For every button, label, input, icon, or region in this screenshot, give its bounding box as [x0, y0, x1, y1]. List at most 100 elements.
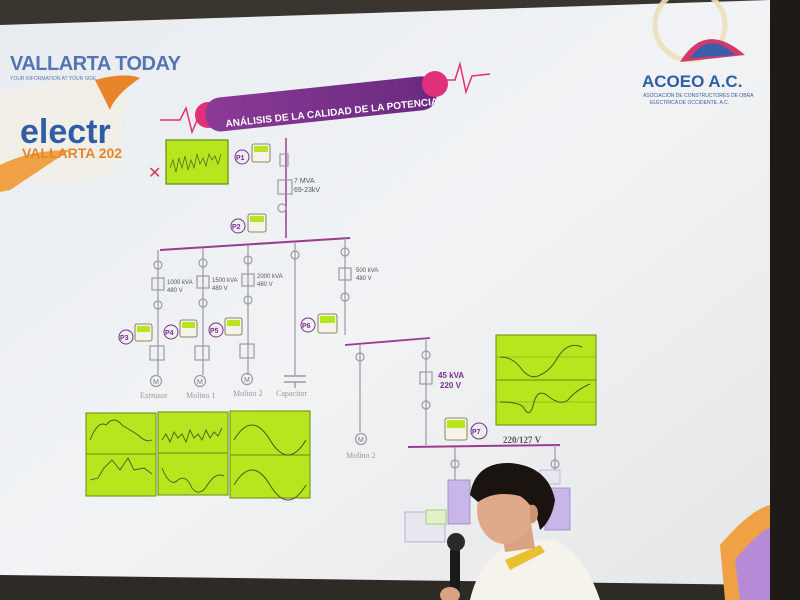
t1-voltage: 480 V [167, 288, 183, 294]
meter-p7-badge [470, 422, 488, 440]
motor-symbol-1: M [153, 379, 159, 386]
t4-voltage: 480 V [356, 276, 372, 282]
logo-right-sub1: ASOCIACIÓN DE CONSTRUCTORES DE OBRA [643, 92, 754, 99]
meter-p5-badge [208, 322, 224, 338]
t4-rating: 500 kVA [356, 268, 378, 274]
t2-rating: 1500 kVA [212, 278, 238, 284]
t3-rating: 2000 kVA [257, 274, 283, 280]
branch-1-node [153, 260, 163, 270]
waveform-main-trace [169, 152, 222, 173]
microphone-icon [447, 533, 465, 551]
meters: P1 P2 P3 P4 P5 P6 P7 [118, 143, 488, 441]
main-transformer [277, 179, 293, 195]
secondary-bus [344, 337, 431, 346]
low-voltage-bus [407, 444, 561, 448]
t5-voltage: 220 V [440, 381, 462, 390]
meter-p4-label: P4 [165, 330, 174, 337]
meter-p2-label: P2 [232, 224, 241, 231]
speaker-ear [530, 504, 538, 524]
single-line-diagram: ✕ 7 MVA 69-23kV 1000 kVA 480 V 1500 kVA [140, 138, 561, 485]
motor-molino2a-icon [240, 372, 254, 386]
load-molino1-label: Molino 1 [186, 391, 216, 400]
lv-node-right [550, 459, 560, 469]
main-bus [159, 237, 351, 251]
drive-3 [239, 343, 255, 359]
speaker-lanyard [505, 545, 545, 570]
motor-symbol-3: M [244, 377, 250, 384]
meter-p3-badge [118, 329, 134, 345]
meter-p1-badge [234, 149, 250, 165]
bus-voltage-label: 220/127 V [503, 435, 542, 445]
title-cap-right [422, 71, 448, 97]
title-pulse-right-icon [447, 61, 491, 95]
meter-p5-label: P5 [210, 328, 219, 335]
logo-left-orange-swoosh [95, 75, 140, 110]
drive-2 [194, 345, 210, 361]
meter-p4-badge [163, 324, 179, 340]
waveform-panel-3-trace-a [233, 424, 307, 456]
t4-transformer [338, 267, 352, 281]
brand-watermark-name: VALLARTA TODAY [10, 53, 182, 75]
motor-extrusor-icon [149, 374, 163, 388]
capacitor-icon [284, 375, 306, 388]
secondary-left-node [355, 352, 365, 362]
meter-p6-badge [300, 317, 316, 333]
speaker-person [440, 462, 600, 600]
branch-2-node-b [198, 298, 208, 308]
branch-2-node [198, 258, 208, 268]
meter-p7-label: P7 [472, 429, 481, 436]
logo-left-line1: electr [20, 113, 111, 151]
waveform-panels [85, 410, 311, 501]
load-molino2a-label: Molino 2 [233, 389, 263, 398]
main-breaker [279, 153, 289, 167]
speaker-hair [470, 462, 555, 530]
t1-rating: 1000 kVA [167, 280, 193, 286]
main-cb-node [277, 203, 287, 213]
branch-1-node-b [153, 300, 163, 310]
t2-transformer [196, 275, 210, 289]
t5-node-b [421, 400, 431, 410]
meter-p1-label: P1 [236, 155, 245, 162]
t3-voltage: 480 V [257, 282, 273, 288]
meter-p6-label: P6 [302, 323, 311, 330]
branch-4-node [290, 250, 300, 260]
logo-right-name: ACOEO A.C. [642, 72, 742, 91]
computer-load-left-icon [404, 479, 471, 543]
main-transformer-rating: 7 MVA [294, 178, 315, 185]
motor-symbol-4: M [358, 437, 364, 444]
load-extrusor-label: Extrusor [140, 391, 168, 400]
main-transformer-voltage: 69-23kV [294, 187, 320, 194]
speaker-shirt [470, 540, 600, 600]
meter-p2-badge [230, 218, 246, 234]
waveform-right-trace-a [499, 344, 583, 378]
t5-rating: 45 kVA [438, 371, 464, 380]
title-bar-body [205, 76, 437, 132]
meter-p3-label: P3 [120, 335, 129, 342]
logo-left-orange-base [0, 150, 70, 192]
load-molino2b-label: Molino 2 [346, 451, 376, 460]
waveform-right-trace-b [499, 383, 591, 414]
waveform-panel-2-trace-b [161, 467, 225, 493]
brand-watermark-tagline: YOUR INFORMATION AT YOUR SIDE [10, 76, 97, 82]
t2-voltage: 480 V [212, 286, 228, 292]
microphone-handle [450, 548, 460, 600]
lv-node-left [450, 459, 460, 469]
branch-5-node [340, 247, 350, 257]
t5-node-a [421, 350, 431, 360]
logo-fan-inner-icon [690, 43, 735, 58]
logo-left-line2: VALLARTA 202 [22, 145, 122, 161]
fault-x-mark: ✕ [148, 165, 161, 182]
waveform-panel-right [495, 334, 597, 426]
branch-5-node-b [340, 292, 350, 302]
waveform-panel-3-trace-b [233, 469, 307, 501]
branch-3-node-b [243, 295, 253, 305]
waveform-panel-1-trace-a [89, 419, 153, 442]
t1-transformer [151, 277, 165, 291]
right-wall [770, 0, 800, 600]
motor-symbol-2: M [197, 379, 203, 386]
motor-molino2b-icon [354, 432, 368, 446]
waveform-panel-1-trace-b [89, 457, 153, 481]
logo-right: ACOEO A.C. ASOCIACIÓN DE CONSTRUCTORES D… [642, 0, 754, 106]
speaker-hand [440, 587, 460, 600]
